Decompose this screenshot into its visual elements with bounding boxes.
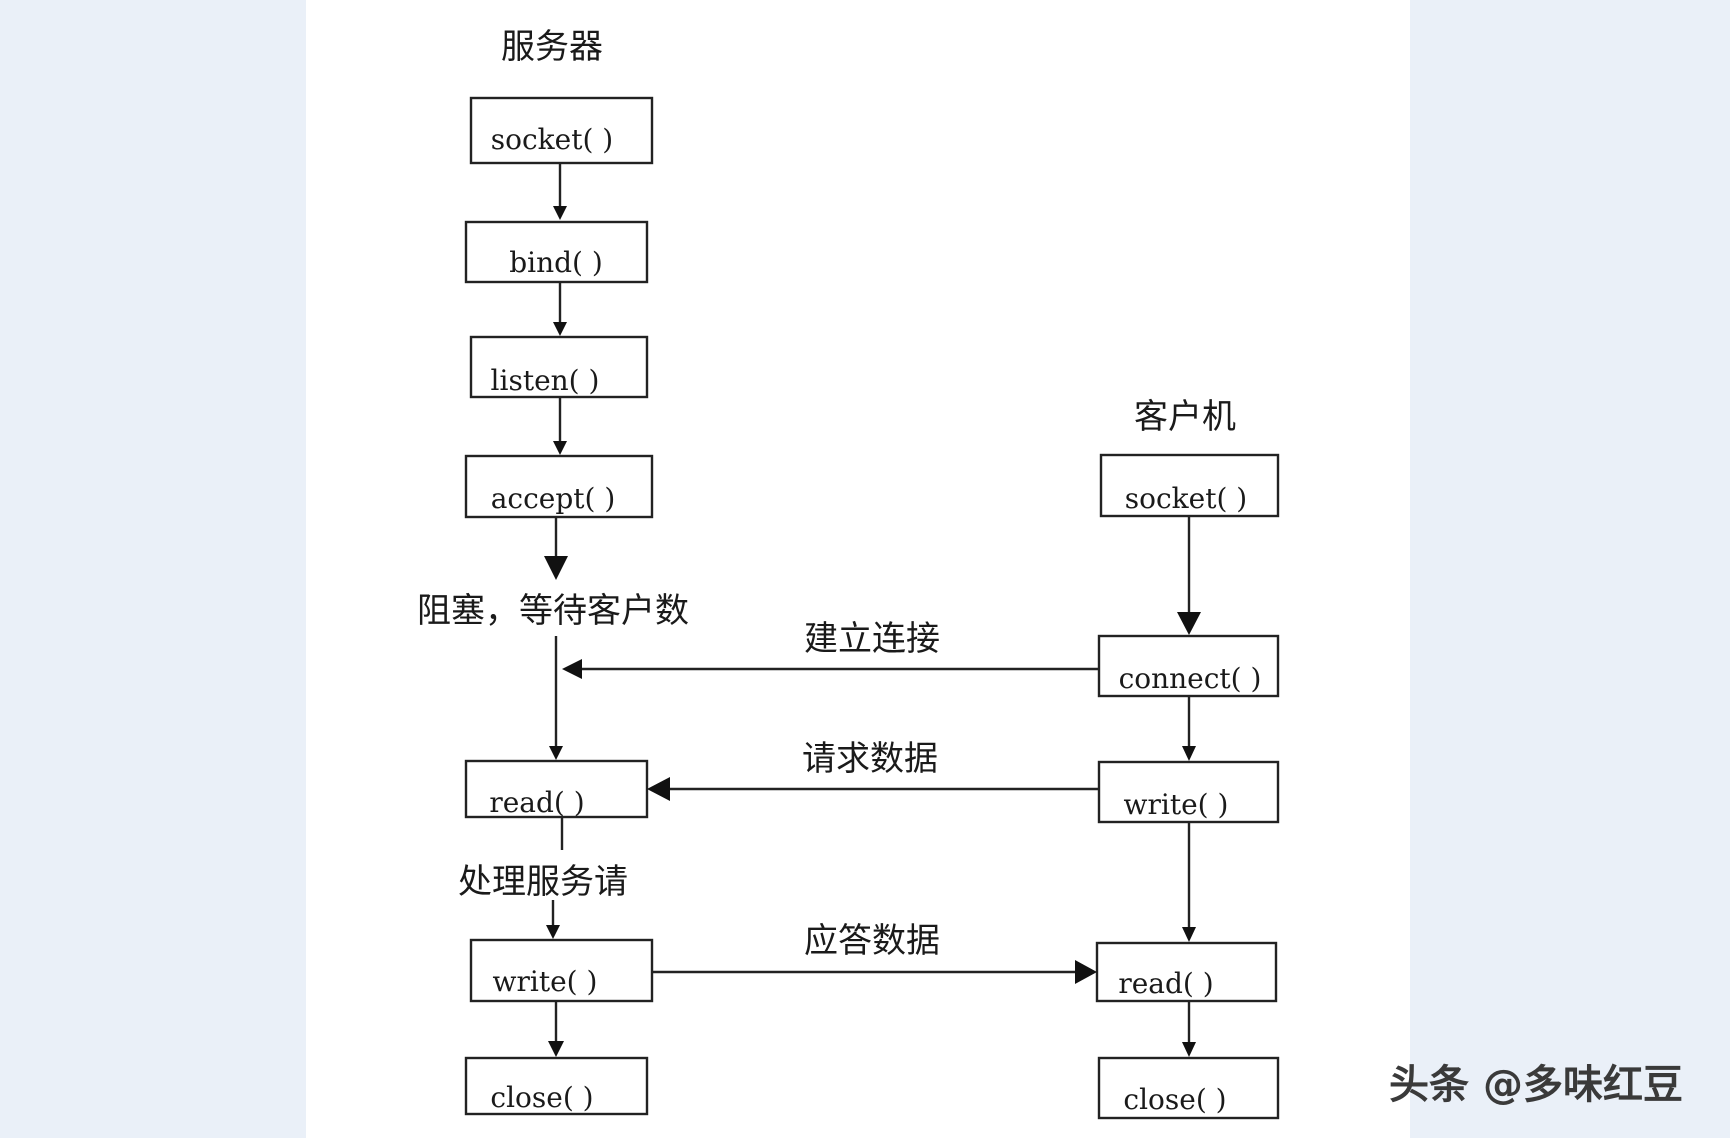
- message-connect-label: 建立连接: [804, 619, 940, 659]
- client-arrow-write-read: [1182, 822, 1196, 942]
- message-response-label: 应答数据: [804, 921, 940, 961]
- message-response-arrow: [652, 960, 1097, 984]
- server-title: 服务器: [501, 27, 603, 67]
- message-request-label: 请求数据: [802, 739, 938, 779]
- server-arrow-listen-accept: [553, 397, 567, 455]
- client-title: 客户机: [1134, 397, 1236, 437]
- server-arrow-accept-block: [544, 517, 568, 580]
- server-step-bind: bind( ): [464, 220, 649, 284]
- server-step-read-label: read( ): [489, 786, 584, 819]
- server-step-accept: accept( ): [464, 454, 654, 519]
- server-step-accept-label: accept( ): [491, 482, 616, 515]
- server-step-read: read( ): [464, 759, 649, 819]
- client-step-socket-label: socket( ): [1125, 482, 1247, 515]
- server-arrow-block-read: [549, 636, 563, 760]
- client-step-connect-label: connect( ): [1119, 662, 1262, 695]
- client-step-socket: socket( ): [1099, 453, 1280, 518]
- client-step-close: close( ): [1097, 1056, 1280, 1120]
- client-step-read: read( ): [1095, 941, 1278, 1003]
- message-request-arrow: [647, 777, 1099, 801]
- client-step-write: write( ): [1097, 760, 1280, 824]
- blocking-note: 阻塞，等待客户数: [417, 591, 689, 631]
- server-step-bind-label: bind( ): [509, 246, 603, 279]
- client-step-read-label: read( ): [1118, 967, 1213, 1000]
- process-note: 处理服务请: [458, 862, 628, 902]
- server-arrow-bind-listen: [553, 282, 567, 336]
- client-arrow-read-close: [1182, 1001, 1196, 1057]
- server-arrow-socket-bind: [553, 163, 567, 220]
- client-step-close-label: close( ): [1123, 1083, 1226, 1116]
- server-arrow-write-close: [548, 1001, 564, 1057]
- server-step-write: write( ): [469, 938, 654, 1003]
- server-step-socket: socket( ): [469, 96, 654, 165]
- client-step-connect: connect( ): [1097, 634, 1280, 698]
- server-step-socket-label: socket( ): [491, 123, 613, 156]
- server-step-listen-label: listen( ): [491, 364, 600, 397]
- server-step-listen: listen( ): [469, 335, 649, 399]
- client-arrow-socket-connect: [1177, 516, 1201, 635]
- message-connect-arrow: [562, 659, 1099, 679]
- client-arrow-connect-write: [1182, 696, 1196, 761]
- server-step-write-label: write( ): [493, 965, 598, 998]
- client-step-write-label: write( ): [1124, 788, 1229, 821]
- server-arrow-process-write: [546, 900, 560, 939]
- server-step-close: close( ): [464, 1056, 649, 1116]
- watermark: 头条 @多味红豆: [1389, 1062, 1683, 1108]
- server-step-close-label: close( ): [490, 1081, 593, 1114]
